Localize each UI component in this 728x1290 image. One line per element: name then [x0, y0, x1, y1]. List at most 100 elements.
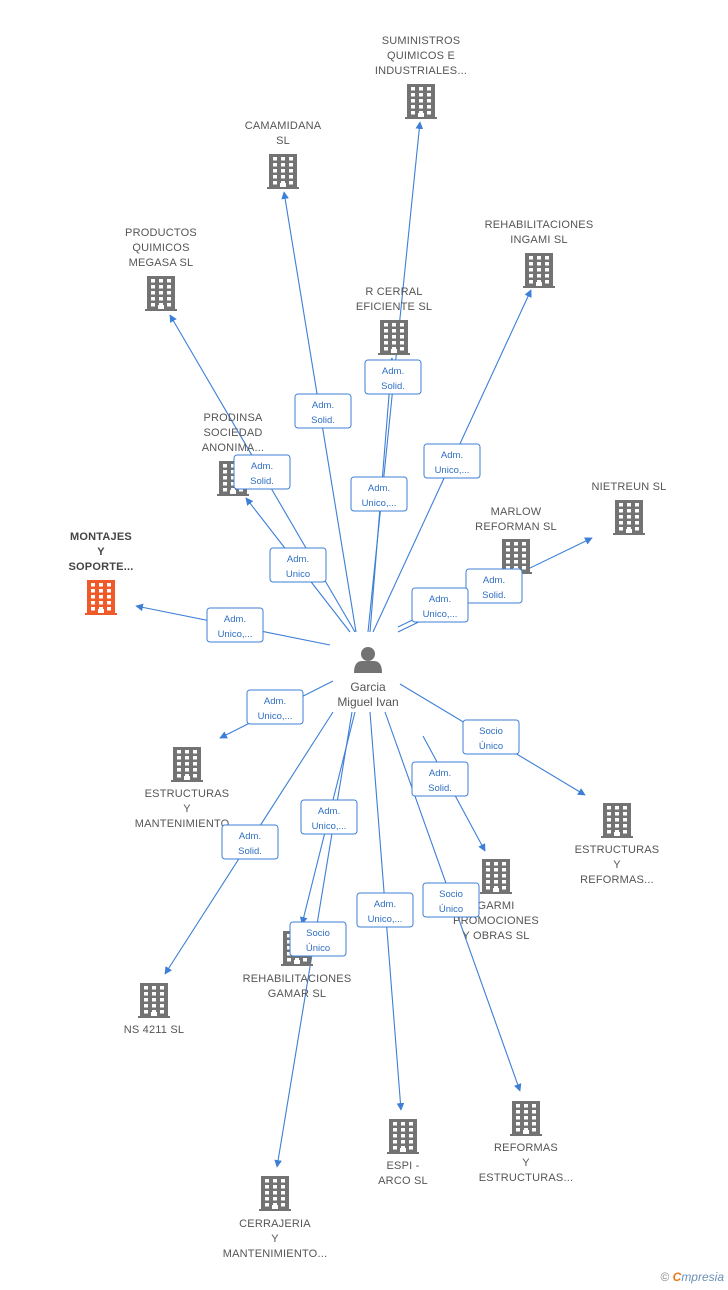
company-label-line: NIETREUN SL: [592, 481, 667, 493]
company-label-line: SOPORTE...: [69, 561, 134, 573]
company-label-line: Y: [97, 546, 105, 558]
company-label-line: Y: [271, 1233, 279, 1245]
company-label-line: REFORMAS...: [580, 874, 654, 886]
relation-badge[interactable]: Adm.Solid.: [221, 824, 279, 860]
relation-badge-text: Adm.: [264, 696, 286, 707]
building-icon: [510, 1101, 542, 1136]
relation-badge-text: Unico,...: [218, 629, 253, 640]
relation-badge-text: Socio: [479, 726, 503, 737]
relation-badge-text: Unico,...: [312, 821, 347, 832]
relation-badge[interactable]: Adm.Unico,...: [300, 799, 358, 835]
company-label-line: ARCO SL: [378, 1175, 428, 1187]
company-label-line: Y: [522, 1157, 530, 1169]
company-label-line: MANTENIMIENTO...: [223, 1248, 327, 1260]
relation-badge-text: Unico,...: [362, 498, 397, 509]
relation-badge-text: Adm.: [483, 575, 505, 586]
relation-badge[interactable]: Adm.Solid.: [465, 568, 523, 604]
company-node-nietreun[interactable]: NIETREUN SL: [592, 481, 667, 535]
company-node-estructuras-ref[interactable]: ESTRUCTURAS Y REFORMAS...: [575, 803, 660, 886]
company-label-line: MONTAJES: [70, 531, 132, 543]
building-icon: [387, 1119, 419, 1154]
relation-badge-text: Solid.: [311, 415, 335, 426]
company-label-line: SL: [276, 135, 290, 147]
brand-initial: C: [672, 1270, 682, 1284]
relation-badge[interactable]: Adm. Unico,...: [350, 476, 408, 512]
relation-badge-text: Adm.: [382, 366, 404, 377]
relation-badge[interactable]: Adm.Solid.: [411, 761, 469, 797]
relation-badge[interactable]: Adm.Unico,...: [423, 443, 481, 479]
company-label-line: REFORMAS: [494, 1142, 558, 1154]
building-icon: [259, 1176, 291, 1211]
company-label-line: ESTRUCTURAS: [145, 788, 230, 800]
building-icon: [145, 276, 177, 311]
company-label-line: REHABILITACIONES: [485, 219, 594, 231]
relation-badge-text: Solid.: [428, 783, 452, 794]
relation-badge-text: Adm.: [429, 594, 451, 605]
company-node-espi[interactable]: ESPI -ARCO SL: [378, 1119, 428, 1187]
company-node-estructuras-mant[interactable]: ESTRUCTURAS Y MANTENIMIENTO...: [135, 747, 239, 830]
relation-badge-text: Unico,...: [368, 914, 403, 925]
company-node-cerrajeria[interactable]: CERRAJERIA Y MANTENIMIENTO...: [223, 1176, 327, 1260]
company-label-line: ESTRUCTURAS...: [479, 1172, 573, 1184]
company-label-line: MARLOW: [491, 506, 542, 518]
relation-badge-text: Unico,...: [435, 465, 470, 476]
relation-badge-text: Adm.: [368, 483, 390, 494]
relation-badge-text: Adm.: [239, 831, 261, 842]
relation-badge[interactable]: Adm.Solid.: [294, 393, 352, 429]
relation-badge[interactable]: Adm.Solid.: [364, 359, 422, 395]
relation-badge-text: Unico: [286, 569, 310, 580]
person-label-line: Garcia: [350, 680, 386, 694]
relation-badge-text: Adm.: [224, 614, 246, 625]
building-icon: [613, 500, 645, 535]
company-label-line: INDUSTRIALES...: [375, 65, 467, 77]
relation-badge[interactable]: Adm.Unico,...: [246, 689, 304, 725]
relation-badge[interactable]: Adm.Unico,...: [356, 892, 414, 928]
company-label-line: ANONIMA...: [202, 442, 265, 454]
company-label-line: Y: [183, 803, 191, 815]
company-label-line: Y: [613, 859, 621, 871]
company-label-line: MEGASA SL: [129, 257, 194, 269]
relation-badge-text: Socio: [439, 889, 463, 900]
company-label-line: CERRAJERIA: [239, 1218, 311, 1230]
copyright-symbol: ©: [660, 1270, 670, 1284]
company-node-reformas[interactable]: REFORMAS Y ESTRUCTURAS...: [479, 1101, 573, 1184]
relation-badge[interactable]: Adm. Unico,...: [411, 587, 469, 623]
relation-badge[interactable]: Adm. Unico: [269, 547, 327, 583]
relation-badge[interactable]: Adm. Unico,...: [206, 607, 264, 643]
building-icon: [601, 803, 633, 838]
company-label-line: Y OBRAS SL: [462, 930, 529, 942]
company-label-line: NS 4211 SL: [124, 1024, 185, 1036]
company-label-line: INGAMI SL: [510, 234, 567, 246]
building-icon: [523, 253, 555, 288]
relation-badge-text: Único: [479, 741, 503, 752]
company-node-montajes[interactable]: MONTAJES Y SOPORTE...: [69, 531, 134, 615]
company-label-line: QUIMICOS E: [387, 50, 455, 62]
relation-badge-text: Adm.: [287, 554, 309, 565]
person-icon: [354, 647, 382, 673]
relation-badge-text: Unico,...: [423, 609, 458, 620]
company-label-line: MANTENIMIENTO...: [135, 818, 239, 830]
company-label-line: ESTRUCTURAS: [575, 844, 660, 856]
building-icon: [378, 320, 410, 355]
building-icon: [405, 84, 437, 119]
company-label-line: PRODUCTOS: [125, 227, 197, 239]
company-label-line: PRODINSA: [203, 412, 263, 424]
relation-badge-text: Único: [306, 943, 330, 954]
relation-badge[interactable]: Adm.Solid.: [233, 454, 291, 490]
company-node-rehab-ingami[interactable]: REHABILITACIONES INGAMI SL: [485, 219, 594, 288]
relation-badge-text: Solid.: [250, 476, 274, 487]
building-icon: [267, 154, 299, 189]
company-node-ns4211[interactable]: NS 4211 SL: [124, 983, 185, 1036]
relation-badge-text: Único: [439, 904, 463, 915]
